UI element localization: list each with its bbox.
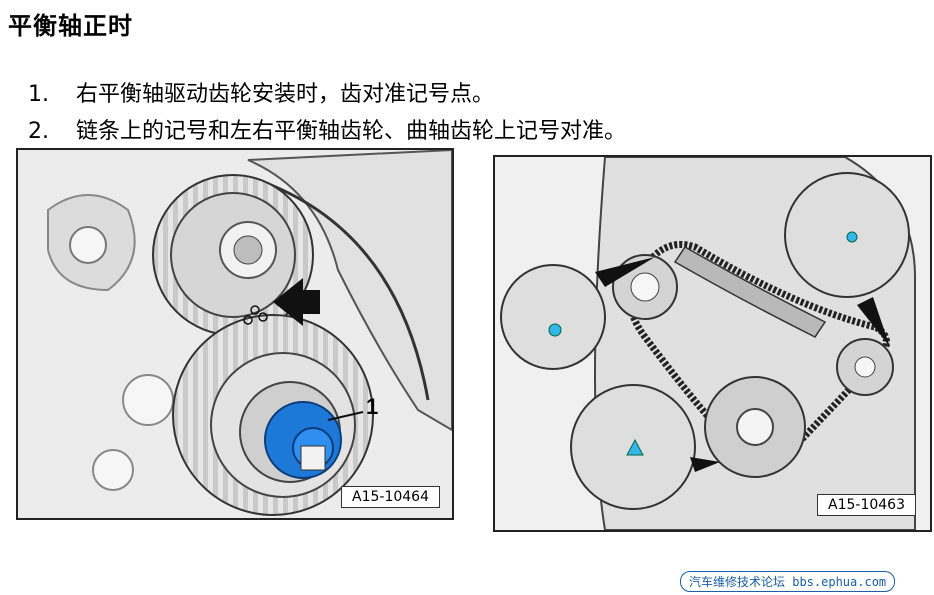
gear-illustration xyxy=(18,150,452,518)
step-1: 1. 右平衡轴驱动齿轮安装时，齿对准记号点。 xyxy=(28,76,494,108)
step-number: 1. xyxy=(28,82,49,107)
figure-code: A15-10463 xyxy=(817,494,916,516)
step-text: 链条上的记号和左右平衡轴齿轮、曲轴齿轮上记号对准。 xyxy=(76,119,627,144)
callout-number: 1 xyxy=(366,394,379,419)
timing-chain-figure: A15-10463 xyxy=(493,155,932,532)
step-2: 2. 链条上的记号和左右平衡轴齿轮、曲轴齿轮上记号对准。 xyxy=(28,113,626,145)
balance-shaft-gear-figure: 1 A15-10464 xyxy=(16,148,454,520)
step-number: 2. xyxy=(28,119,49,144)
chain-illustration xyxy=(495,157,930,530)
step-text: 右平衡轴驱动齿轮安装时，齿对准记号点。 xyxy=(76,82,495,107)
figure-code: A15-10464 xyxy=(341,486,440,508)
watermark: 汽车维修技术论坛 bbs.ephua.com xyxy=(680,571,896,592)
page-title: 平衡轴正时 xyxy=(8,12,133,40)
